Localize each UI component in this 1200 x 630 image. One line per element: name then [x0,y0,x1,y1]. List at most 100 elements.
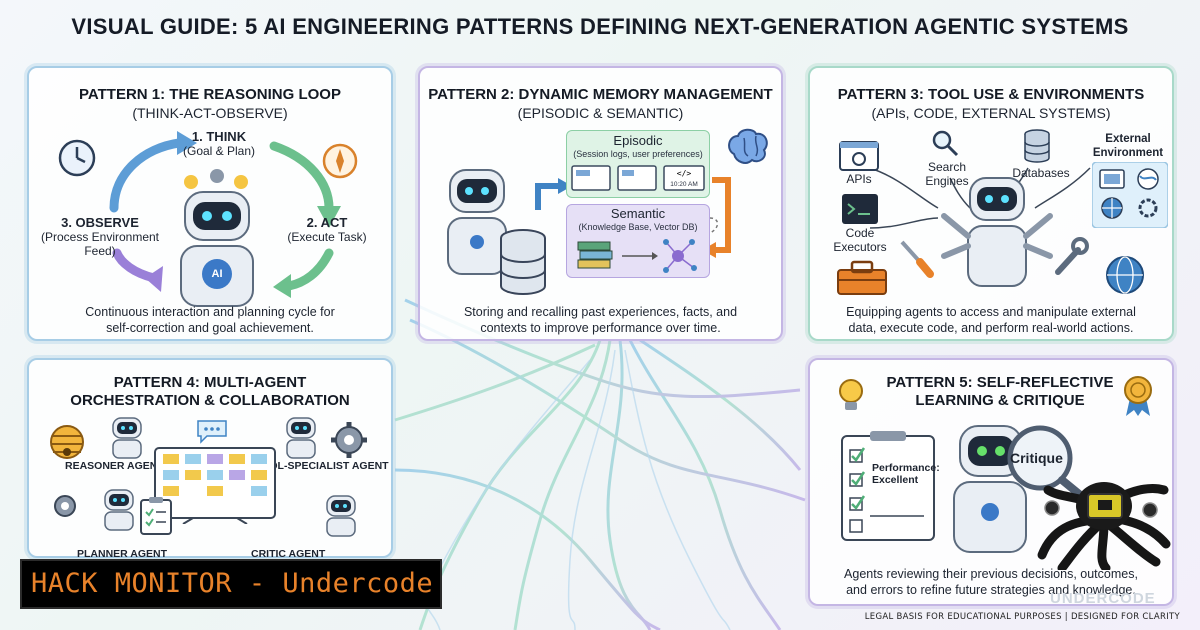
p5-desc-line-2: and errors to refine future strategies a… [846,583,1136,597]
ai-robot-icon [180,169,254,307]
episodic-sub: (Session logs, user preferences) [573,149,703,159]
award-badge-icon [1124,376,1152,416]
p1-desc-line-2: self-correction and goal achievement. [106,321,314,335]
clipboard-icon [140,497,172,535]
code-terminal-icon [842,194,878,224]
tool-specialist-agent-icon [286,417,316,459]
observe-sub-2: Feed) [84,244,116,258]
external-environment-icons [1092,162,1168,228]
brain-icon [728,128,768,164]
search-icon [932,130,959,157]
apis-label: APIs [846,172,872,186]
gear-icon [331,422,367,458]
performance-title: Performance: [872,462,940,474]
search-engines-label: Search Engines [914,160,980,188]
databases-label: Databases [1012,166,1070,180]
planner-agent-label: PLANNER AGENT [77,548,168,560]
pattern-4-title-1: PATTERN 4: MULTI-AGENT [113,374,307,391]
pattern-3-subtitle: (APIs, CODE, EXTERNAL SYSTEMS) [871,105,1111,121]
episodic-label: Episodic [613,133,663,148]
globe-icon [1106,256,1144,294]
reasoner-agent-label: REASONER AGENT [65,460,164,472]
think-step: 1. THINK [191,129,247,144]
tool-specialist-agent-label: TOOL-SPECIALIST AGENT [255,460,389,472]
observe-label: 3. OBSERVE (Process Environment Feed) [35,215,165,259]
think-label: 1. THINK (Goal & Plan) [169,129,269,159]
pattern-1-title: PATTERN 1: THE REASONING LOOP [79,86,341,103]
episodic-timestamp: 10:20 AM [670,181,698,188]
main-title: VISUAL GUIDE: 5 AI ENGINEERING PATTERNS … [71,14,1129,39]
pattern-4-title-2: ORCHESTRATION & COLLABORATION [70,392,350,409]
databases-icon [1024,129,1050,163]
small-gear-icon [54,495,76,517]
act-sub: (Execute Task) [287,230,367,244]
observe-step: 3. OBSERVE [61,215,139,230]
code-label-1: Code [845,226,875,240]
pattern-3-card: PATTERN 3: TOOL USE & ENVIRONMENTS (APIs… [808,66,1174,341]
pattern-5-title-2: LEARNING & CRITIQUE [915,392,1085,409]
compass-icon [322,143,358,179]
lightbulb-icon [839,379,863,410]
act-label: 2. ACT (Execute Task) [277,215,377,245]
pattern-5-card: PATTERN 5: SELF-REFLECTIVE LEARNING & CR… [808,358,1174,606]
memory-robot-icon [447,169,507,275]
pattern-1-description: Continuous interaction and planning cycl… [49,304,371,336]
search-label-2: Engines [925,174,969,188]
semantic-label: Semantic [610,206,666,221]
critique-robot-icon [953,425,1027,553]
search-label-1: Search [927,160,967,174]
code-label-2: Executors [833,240,887,254]
critique-label: Critique [1010,450,1063,466]
reasoning-loop-graphic [109,131,341,298]
api-window-icon [839,141,879,171]
think-sub: (Goal & Plan) [182,144,256,158]
database-icon [500,229,546,295]
pattern-5-description: Agents reviewing their previous decision… [830,566,1152,598]
episodic-log-icons: </> [571,165,705,191]
memory-flow-arrows [535,177,731,258]
reasoner-agent-icon [112,417,142,459]
p2-desc-line-2: contexts to improve performance over tim… [480,321,721,335]
semantic-sub: (Knowledge Base, Vector DB) [578,222,698,232]
p2-desc-line-1: Storing and recalling past experiences, … [463,305,738,319]
screwdriver-icon [900,240,934,278]
p3-desc-line-2: data, execute code, and perform real-wor… [848,321,1134,335]
pattern-3-description: Equipping agents to access and manipulat… [830,304,1152,336]
svg-text:</>: </> [677,169,692,178]
performance-label: Performance: Excellent [872,462,942,486]
pattern-4-card: PATTERN 4: MULTI-AGENT ORCHESTRATION & C… [27,358,393,560]
pattern-1-card: PATTERN 1: THE REASONING LOOP (THINK-ACT… [27,66,393,341]
external-environment-label: External Environment [1088,132,1168,160]
performance-value: Excellent [872,474,919,486]
beehive-icon [50,425,84,459]
code-executors-label: Code Executors [824,226,896,254]
octopus-mascot-icon [1037,482,1171,570]
clock-icon [58,139,96,177]
hack-monitor-banner: HACK MONITOR - Undercode [20,559,442,609]
external-label-1: External [1105,133,1151,145]
planner-agent-icon [104,489,134,531]
chat-bubble-icon [197,420,227,444]
observe-sub-1: (Process Environment [40,230,160,244]
pattern-2-card: PATTERN 2: DYNAMIC MEMORY MANAGEMENT (EP… [418,66,783,341]
act-step: 2. ACT [306,215,348,230]
critic-agent-icon [326,495,356,537]
undercode-watermark: UNDERCODE [1050,590,1156,607]
performance-checklist-icon [841,431,935,541]
robot-ai-badge: AI [211,268,223,280]
pattern-3-title: PATTERN 3: TOOL USE & ENVIRONMENTS [837,86,1145,103]
pattern-5-title-1: PATTERN 5: SELF-REFLECTIVE [886,374,1114,391]
external-label-2: Environment [1092,147,1164,159]
pattern-2-title: PATTERN 2: DYNAMIC MEMORY MANAGEMENT [428,86,773,103]
p5-desc-line-1: Agents reviewing their previous decision… [844,567,1138,581]
task-board-icon [154,447,276,524]
toolbox-icon [837,260,887,295]
p1-desc-line-1: Continuous interaction and planning cycl… [85,305,335,319]
legal-footer: LEGAL BASIS FOR EDUCATIONAL PURPOSES | D… [864,612,1180,622]
tool-robot-icon [941,177,1053,287]
knowledge-network-icons [577,239,697,273]
wrench-icon [1055,237,1089,275]
pattern-2-subtitle: (EPISODIC & SEMANTIC) [517,105,684,121]
pattern-1-subtitle: (THINK-ACT-OBSERVE) [132,105,288,121]
p3-desc-line-1: Equipping agents to access and manipulat… [846,305,1136,319]
